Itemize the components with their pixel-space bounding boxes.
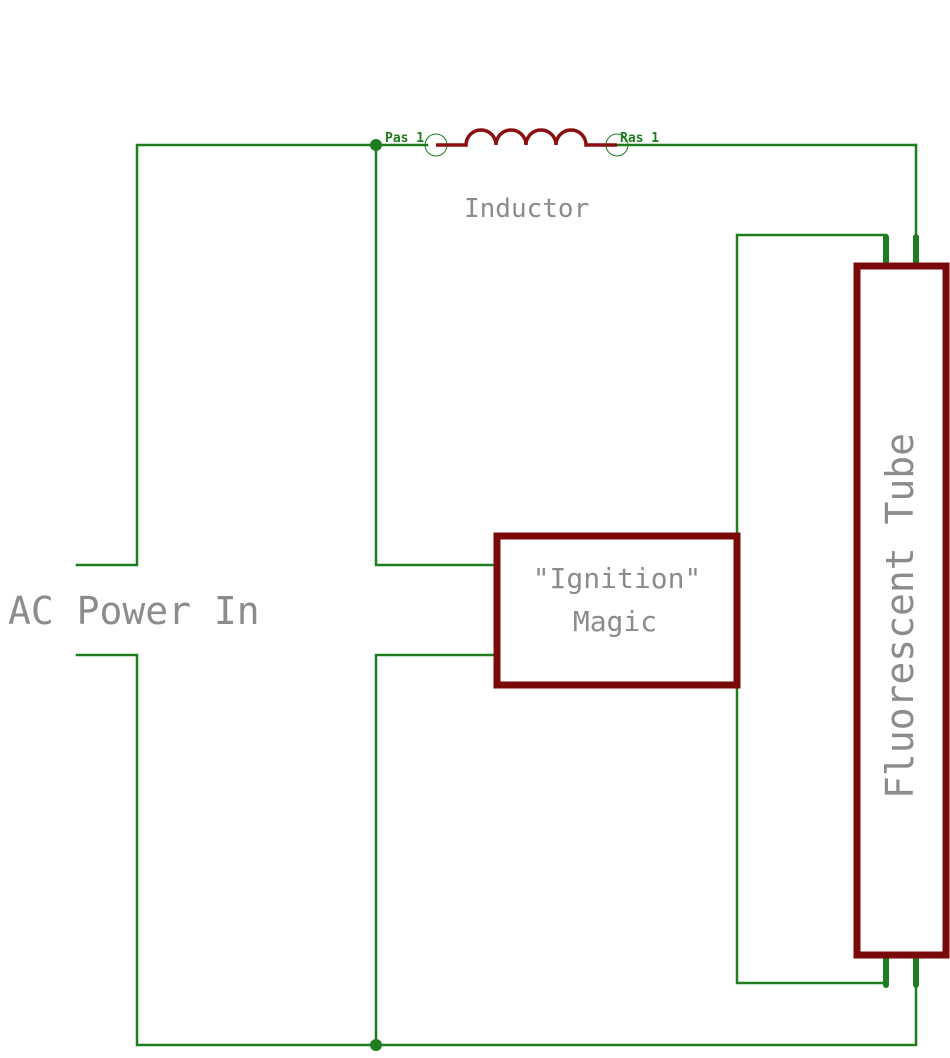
tube-pins [883,234,919,988]
inductor: Pas 1 Ras 1 Inductor [385,128,659,224]
tube-label: Fluorescent Tube [878,433,922,799]
wire-bottom-rail [75,653,918,1047]
inductor-label: Inductor [464,194,589,224]
inductor-pin-label-left: Pas 1 [385,131,424,146]
wire-top-rail [75,143,429,567]
junction-top [370,139,382,151]
tube-outline [853,262,950,959]
inductor-coil [436,128,617,147]
ignition-box-outline [493,532,741,689]
wire-ignition-to-tube-top-left [735,233,888,537]
ignition-box: "Ignition" Magic [493,532,741,689]
junction-bottom [370,1039,382,1051]
fluorescent-tube: Fluorescent Tube [853,262,950,959]
wire-junction-to-ignition-bottom [374,653,499,1047]
wire-junction-to-ignition-top [374,143,499,567]
ignition-label-line2: Magic [573,605,657,638]
inductor-pin-label-right: Ras 1 [620,131,659,146]
ignition-label-line1: "Ignition" [533,562,702,595]
ac-power-label: AC Power In [8,589,260,633]
wires [75,143,918,1047]
wire-ignition-to-tube-bottom-left [735,683,888,985]
